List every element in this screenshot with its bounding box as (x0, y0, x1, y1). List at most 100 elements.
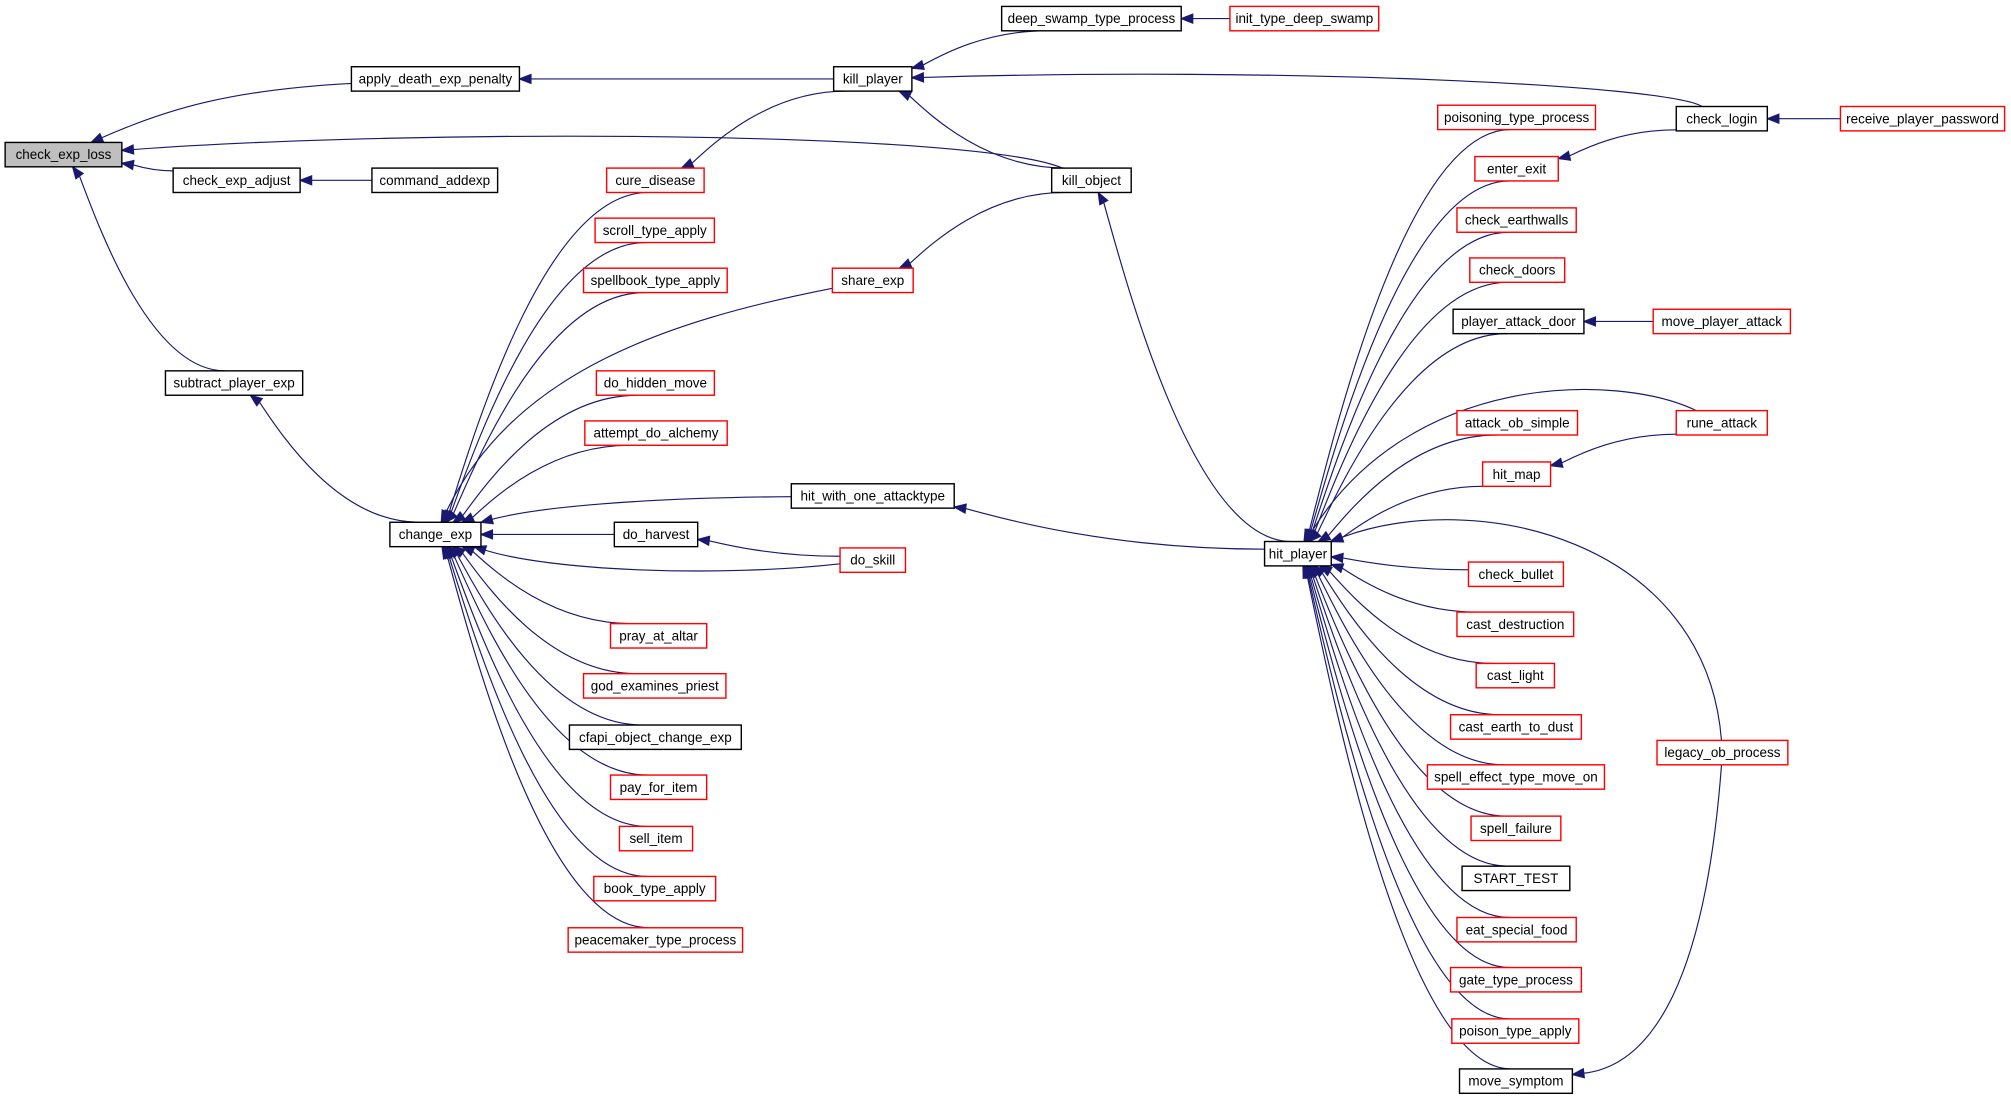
node-box[interactable] (1000, 5, 1182, 32)
node-attack-ob-simple[interactable]: attack_ob_simple (1456, 409, 1579, 436)
node-box[interactable] (567, 927, 744, 953)
node-book-type-apply[interactable]: book_type_apply (593, 875, 717, 902)
node-check-earthwalls[interactable]: check_earthwalls (1456, 207, 1577, 233)
node-do-harvest[interactable]: do_harvest (613, 521, 699, 548)
node-box[interactable] (1437, 104, 1597, 131)
node-box[interactable] (350, 66, 521, 92)
node-box[interactable] (618, 825, 694, 852)
node-box[interactable] (594, 217, 716, 244)
node-move-symptom[interactable]: move_symptom (1458, 1068, 1574, 1095)
node-enter-exit[interactable]: enter_exit (1474, 155, 1559, 182)
node-box[interactable] (1426, 764, 1606, 790)
node-box[interactable] (613, 521, 699, 548)
node-deep-swamp-type-process[interactable]: deep_swamp_type_process (1000, 5, 1182, 32)
node-box[interactable] (4, 141, 123, 168)
node-box[interactable] (1475, 662, 1556, 689)
node-box[interactable] (1050, 167, 1132, 194)
node-move-player-attack[interactable]: move_player_attack (1652, 308, 1792, 335)
node-box[interactable] (595, 370, 716, 396)
node-check-exp-loss[interactable]: check_exp_loss (4, 141, 123, 168)
node-hit-map[interactable]: hit_map (1481, 461, 1552, 488)
node-box[interactable] (389, 521, 482, 548)
node-spellbook-type-apply[interactable]: spellbook_type_apply (582, 267, 728, 294)
node-box[interactable] (790, 483, 955, 509)
node-box[interactable] (582, 267, 728, 294)
node-kill-player[interactable]: kill_player (832, 66, 913, 92)
node-legacy-ob-process[interactable]: legacy_ob_process (1656, 739, 1789, 766)
node-do-skill[interactable]: do_skill (839, 547, 907, 574)
node-box[interactable] (1456, 207, 1577, 233)
node-box[interactable] (839, 547, 907, 574)
node-cfapi-object-change-exp[interactable]: cfapi_object_change_exp (568, 724, 743, 751)
node-box[interactable] (1451, 1018, 1580, 1044)
node-box[interactable] (1652, 308, 1792, 335)
node-peacemaker-type-process[interactable]: peacemaker_type_process (567, 927, 744, 953)
node-check-exp-adjust[interactable]: check_exp_adjust (172, 167, 301, 194)
node-hit-with-one-attacktype[interactable]: hit_with_one_attacktype (790, 483, 955, 509)
node-box[interactable] (1474, 155, 1559, 182)
node-attempt-do-alchemy[interactable]: attempt_do_alchemy (584, 420, 728, 446)
node-check-login[interactable]: check_login (1675, 105, 1769, 132)
node-apply-death-exp-penalty[interactable]: apply_death_exp_penalty (350, 66, 521, 92)
node-box[interactable] (1656, 739, 1789, 766)
node-box[interactable] (1675, 409, 1769, 436)
node-pay-for-item[interactable]: pay_for_item (609, 774, 708, 801)
node-scroll-type-apply[interactable]: scroll_type_apply (594, 217, 716, 244)
node-do-hidden-move[interactable]: do_hidden_move (595, 370, 716, 396)
node-start-test[interactable]: START_TEST (1461, 865, 1571, 892)
node-rune-attack[interactable]: rune_attack (1675, 409, 1769, 436)
node-box[interactable] (1467, 561, 1565, 588)
node-check-bullet[interactable]: check_bullet (1467, 561, 1565, 588)
node-sell-item[interactable]: sell_item (618, 825, 694, 852)
node-cure-disease[interactable]: cure_disease (605, 167, 705, 194)
node-box[interactable] (1452, 308, 1585, 335)
node-poisoning-type-process[interactable]: poisoning_type_process (1437, 104, 1597, 131)
node-share-exp[interactable]: share_exp (831, 267, 914, 294)
node-player-attack-door[interactable]: player_attack_door (1452, 308, 1585, 335)
node-box[interactable] (1456, 611, 1575, 638)
node-box[interactable] (1469, 257, 1566, 284)
node-box[interactable] (172, 167, 301, 194)
node-box[interactable] (609, 622, 708, 649)
node-box[interactable] (1461, 865, 1571, 892)
node-cast-destruction[interactable]: cast_destruction (1456, 611, 1575, 638)
node-box[interactable] (1456, 916, 1577, 943)
node-box[interactable] (371, 167, 499, 194)
node-box[interactable] (582, 672, 727, 699)
node-box[interactable] (1458, 1068, 1574, 1095)
node-box[interactable] (1456, 409, 1579, 436)
node-spell-failure[interactable]: spell_failure (1470, 815, 1562, 842)
node-cast-light[interactable]: cast_light (1475, 662, 1556, 689)
node-box[interactable] (1449, 714, 1583, 740)
node-change-exp[interactable]: change_exp (389, 521, 482, 548)
node-box[interactable] (1839, 105, 2006, 132)
node-kill-object[interactable]: kill_object (1050, 167, 1132, 194)
node-check-doors[interactable]: check_doors (1469, 257, 1566, 284)
node-eat-special-food[interactable]: eat_special_food (1456, 916, 1577, 943)
node-box[interactable] (1481, 461, 1552, 488)
node-poison-type-apply[interactable]: poison_type_apply (1451, 1018, 1580, 1044)
node-box[interactable] (164, 370, 304, 396)
node-box[interactable] (1229, 5, 1380, 32)
node-init-type-deep-swamp[interactable]: init_type_deep_swamp (1229, 5, 1380, 32)
node-box[interactable] (568, 724, 743, 751)
node-spell-effect-type-move-on[interactable]: spell_effect_type_move_on (1426, 764, 1606, 790)
node-box[interactable] (831, 267, 914, 294)
node-gate-type-process[interactable]: gate_type_process (1449, 966, 1583, 993)
node-box[interactable] (1470, 815, 1562, 842)
node-box[interactable] (609, 774, 708, 801)
node-box[interactable] (593, 875, 717, 902)
node-box[interactable] (832, 66, 913, 92)
node-cast-earth-to-dust[interactable]: cast_earth_to_dust (1449, 714, 1583, 740)
node-pray-at-altar[interactable]: pray_at_altar (609, 622, 708, 649)
node-box[interactable] (1449, 966, 1583, 993)
node-hit-player[interactable]: hit_player (1263, 540, 1332, 567)
node-box[interactable] (584, 420, 728, 446)
node-box[interactable] (605, 167, 705, 194)
node-command-addexp[interactable]: command_addexp (371, 167, 499, 194)
node-box[interactable] (1263, 540, 1332, 567)
node-box[interactable] (1675, 105, 1769, 132)
node-subtract-player-exp[interactable]: subtract_player_exp (164, 370, 304, 396)
node-receive-player-password[interactable]: receive_player_password (1839, 105, 2006, 132)
node-god-examines-priest[interactable]: god_examines_priest (582, 672, 727, 699)
